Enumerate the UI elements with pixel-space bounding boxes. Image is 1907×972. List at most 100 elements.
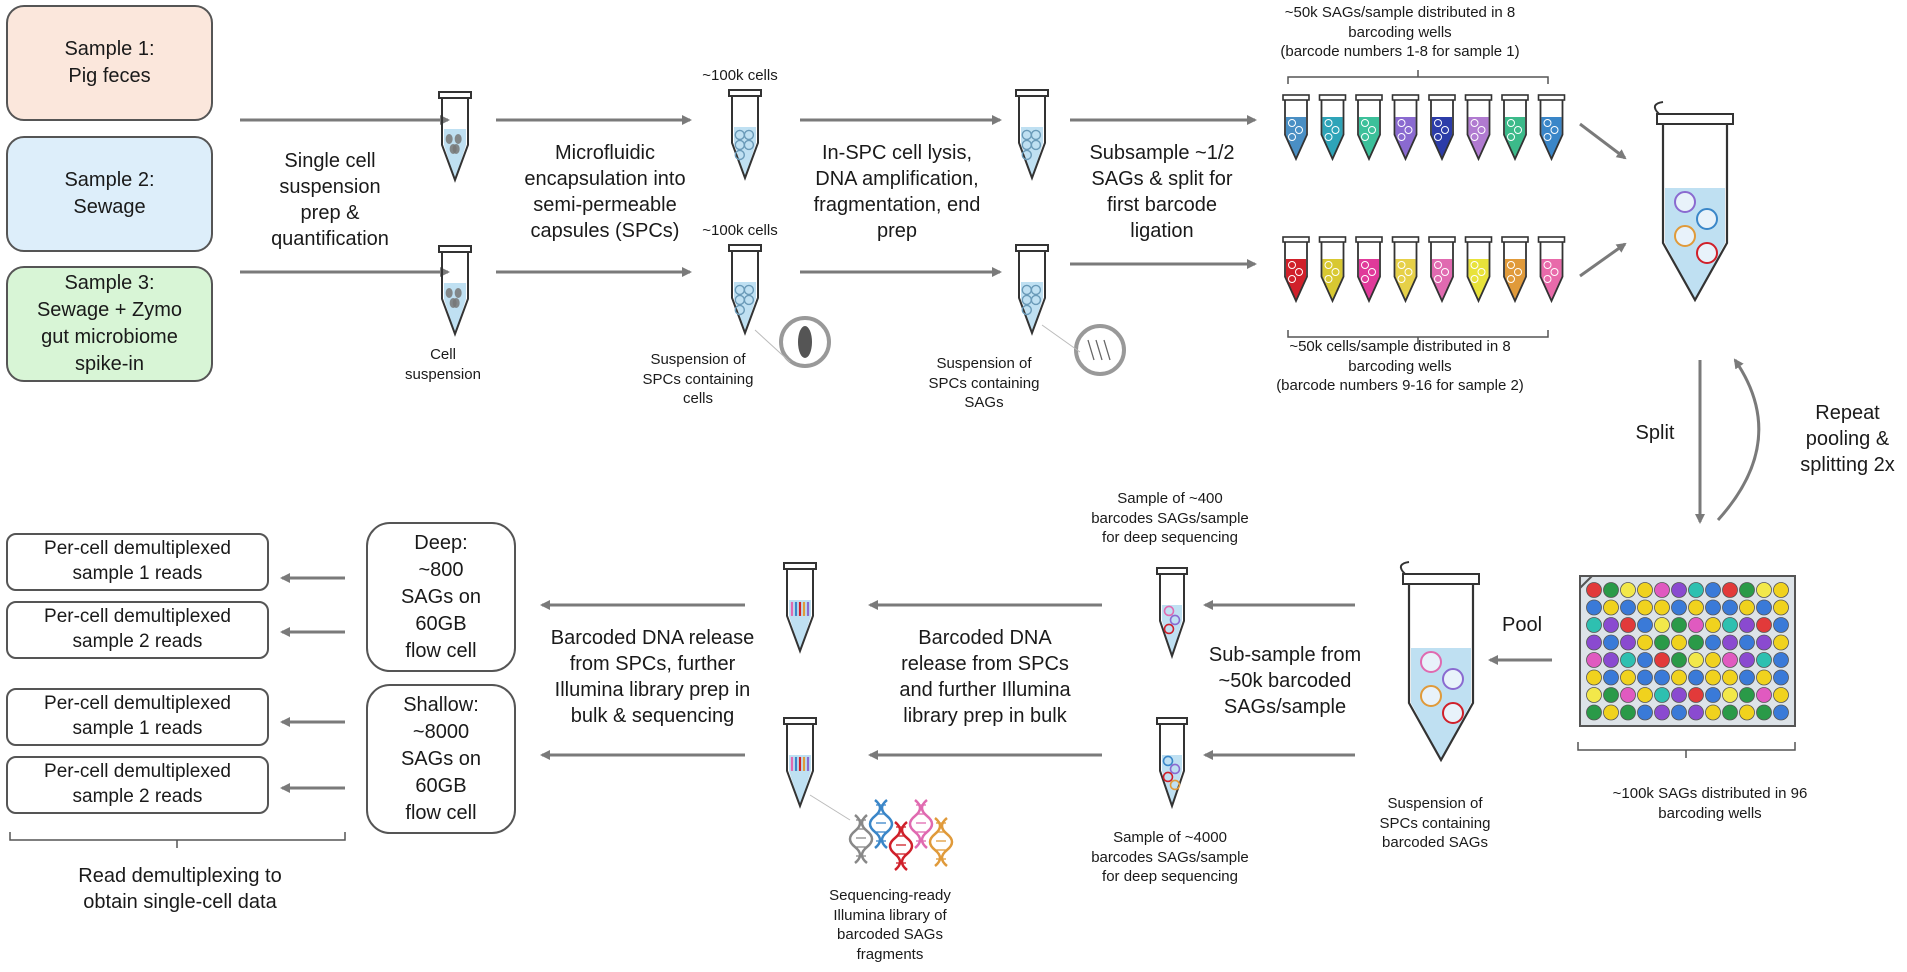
plate-well	[1739, 704, 1755, 721]
tube-body	[1159, 724, 1185, 810]
well-rim	[1282, 94, 1310, 101]
well-bottom	[1282, 236, 1310, 304]
reads-box-deep-sample2: Per-cell demultiplexed sample 2 reads	[6, 601, 269, 659]
plate-well	[1586, 582, 1602, 598]
plate-well	[1722, 652, 1738, 668]
plate-well	[1603, 669, 1619, 686]
capsule-mark	[1030, 294, 1042, 306]
plate-well	[1654, 634, 1670, 651]
well-capsule	[1295, 268, 1303, 276]
cell-mark	[454, 133, 462, 144]
well-capsule	[1470, 133, 1479, 141]
tube-rim	[728, 89, 762, 97]
helix-strand	[888, 821, 902, 871]
tube-body	[786, 569, 814, 654]
tube-rim	[1156, 567, 1188, 575]
helix-strand	[880, 799, 894, 849]
well-body	[1320, 100, 1345, 162]
pool-rim	[1402, 573, 1480, 585]
plate-well	[1688, 634, 1704, 651]
well-body	[1430, 100, 1454, 162]
deep-bottom-label: Sample of ~4000 barcodes SAGs/sample for…	[1091, 829, 1249, 885]
well-body	[1284, 242, 1308, 304]
tube-body	[1159, 574, 1185, 660]
pool-capsule	[1696, 208, 1718, 230]
well-capsule	[1434, 119, 1442, 127]
release1-label: Barcoded DNA release from SPCs and furth…	[899, 627, 1071, 727]
well-capsule	[1361, 275, 1369, 283]
wells-bottom-bracket	[1287, 330, 1549, 344]
well-capsule	[1514, 268, 1522, 276]
well-capsule	[1397, 261, 1406, 269]
well-capsule	[1324, 119, 1333, 127]
repeat-label: Repeat pooling & splitting 2x	[1800, 402, 1895, 476]
pooled-tube-top	[1653, 101, 1734, 303]
release2-label: Barcoded DNA release from SPCs, further …	[550, 627, 755, 727]
well-capsule	[1507, 261, 1515, 269]
well-rim	[1355, 94, 1383, 101]
well-rim	[1318, 236, 1347, 243]
well-top	[1501, 94, 1529, 162]
well-capsule	[1368, 268, 1376, 276]
well-body	[1393, 100, 1418, 162]
plate-well	[1756, 652, 1772, 668]
dna-fragment	[1103, 339, 1111, 361]
well-capsule	[1434, 275, 1442, 283]
well-capsule	[1543, 275, 1552, 283]
tube-spc-cells-top	[728, 89, 762, 181]
dna-helix-icon	[868, 799, 894, 849]
plate-well	[1637, 634, 1653, 651]
capsule-mark	[1169, 779, 1181, 791]
zoom-line	[809, 794, 851, 821]
dna-fragment	[1095, 339, 1103, 361]
pool-capsule	[1442, 702, 1464, 724]
flow-arrows	[240, 115, 1761, 793]
well-body	[1320, 242, 1345, 304]
well-capsule	[1550, 268, 1559, 276]
spc-barcoded-label: Suspension of SPCs containing barcoded S…	[1379, 795, 1491, 851]
plate-well	[1603, 687, 1619, 703]
tube-deep-sample-top	[1156, 567, 1188, 660]
well-capsule	[1361, 119, 1369, 127]
well-rim	[1464, 236, 1493, 243]
well-rim	[1391, 236, 1420, 243]
well-capsule	[1507, 119, 1515, 127]
capsule-mark	[1030, 284, 1042, 296]
capsule-mark	[743, 284, 755, 296]
plate-well	[1603, 599, 1619, 616]
well-top	[1428, 94, 1456, 162]
tube-body	[731, 251, 759, 336]
spc-sags-label: Suspension of SPCs containing SAGs	[928, 355, 1040, 411]
tube-rim	[783, 717, 817, 725]
plate-well	[1739, 617, 1755, 633]
subsample2-label: Sub-sample from ~50k barcoded SAGs/sampl…	[1208, 644, 1362, 718]
tube-deep-sample-bottom	[1156, 717, 1188, 810]
zoom-capsule-cell	[779, 316, 831, 368]
plate-well	[1671, 704, 1687, 721]
capsule-outline	[1074, 324, 1126, 376]
plate-well	[1654, 599, 1670, 616]
capsule-mark	[1030, 129, 1042, 141]
plate-well	[1773, 669, 1789, 686]
well-capsule	[1324, 261, 1333, 269]
barcoding-wells	[1282, 94, 1566, 304]
well-capsule	[1507, 275, 1515, 283]
flow-arrow	[1579, 242, 1627, 278]
well-body	[1284, 100, 1308, 162]
plate-well	[1637, 652, 1653, 668]
plate-well	[1705, 599, 1721, 616]
pool-capsule	[1696, 242, 1718, 264]
well-rim	[1428, 236, 1456, 243]
plate-well	[1671, 599, 1687, 616]
deep-top-label: Sample of ~400 barcodes SAGs/sample for …	[1091, 490, 1249, 546]
plate-body	[1579, 575, 1796, 727]
well-rim	[1282, 236, 1310, 243]
sample-3-box: Sample 3: Sewage + Zymo gut microbiome s…	[6, 266, 213, 382]
pool-body	[1661, 124, 1729, 303]
plate-well	[1688, 582, 1704, 598]
plate-well	[1705, 652, 1721, 668]
well-capsule	[1404, 268, 1413, 276]
tube-rim	[728, 244, 762, 252]
well-capsule	[1470, 261, 1479, 269]
